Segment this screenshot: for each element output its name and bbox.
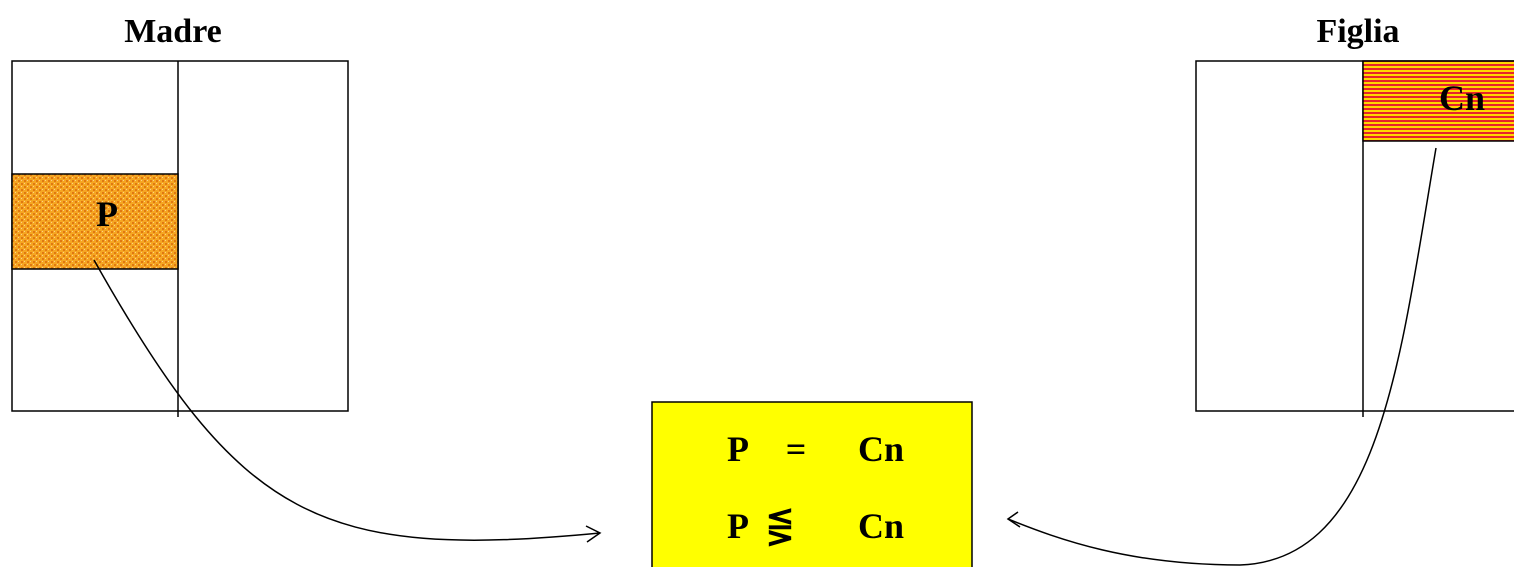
madre-to-comparison-arrow <box>93 259 601 541</box>
madre-p-region <box>11 173 179 270</box>
comparison-line2-operator: ⋚ <box>766 508 795 547</box>
comparison-line2-left: P <box>727 506 749 546</box>
figlia-to-comparison-arrow <box>1007 147 1437 566</box>
figlia-title: Figlia <box>1316 13 1399 50</box>
madre-title: Madre <box>124 13 222 50</box>
figlia-cn-region <box>1362 60 1514 142</box>
madre-arrowhead-icon <box>585 525 602 543</box>
comparison-line1-left: P <box>727 429 749 469</box>
comparison-line2-right: Cn <box>858 506 904 546</box>
comparison-box <box>651 401 973 567</box>
figlia-cn-label: Cn <box>1439 78 1485 118</box>
comparison-line1-right: Cn <box>858 429 904 469</box>
figlia-arrowhead-icon <box>1006 511 1021 528</box>
madre-p-label: P <box>96 194 118 234</box>
comparison-line1-operator: = <box>786 429 807 469</box>
